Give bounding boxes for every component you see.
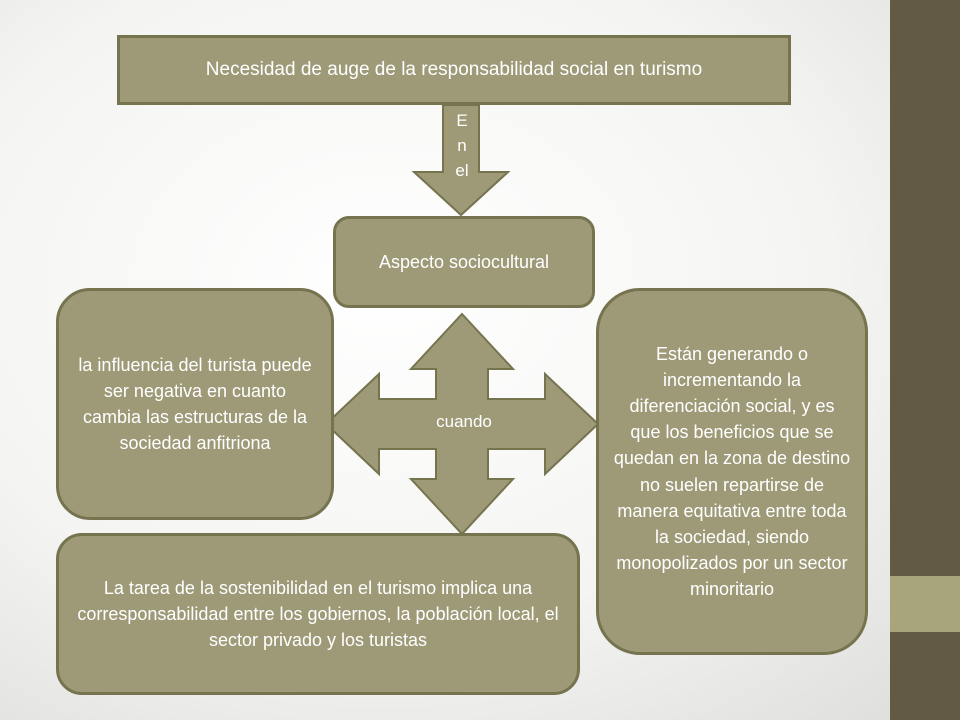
- left-box: la influencia del turista puede ser nega…: [56, 288, 334, 520]
- down-arrow: [411, 104, 511, 217]
- title-text: Necesidad de auge de la responsabilidad …: [205, 59, 703, 81]
- right-box: Están generando o incrementando la difer…: [596, 288, 868, 655]
- bottom-box-text: La tarea de la sostenibilidad en el turi…: [77, 577, 559, 651]
- down-arrow-label: E n el: [444, 108, 480, 183]
- right-box-text: Están generando o incrementando la difer…: [613, 344, 851, 599]
- left-box-text: la influencia del turista puede ser nega…: [78, 354, 312, 454]
- side-decoration-accent: [890, 576, 960, 632]
- down-arrow-label-line: E: [456, 111, 468, 130]
- down-arrow-label-line: n: [457, 136, 467, 155]
- title-box: Necesidad de auge de la responsabilidad …: [117, 35, 791, 105]
- aspect-box: Aspecto sociocultural: [333, 216, 595, 308]
- bottom-box: La tarea de la sostenibilidad en el turi…: [56, 533, 580, 695]
- cross-arrow-label: cuando: [436, 412, 492, 431]
- aspect-text: Aspecto sociocultural: [378, 251, 550, 272]
- down-arrow-label-line: el: [455, 161, 469, 180]
